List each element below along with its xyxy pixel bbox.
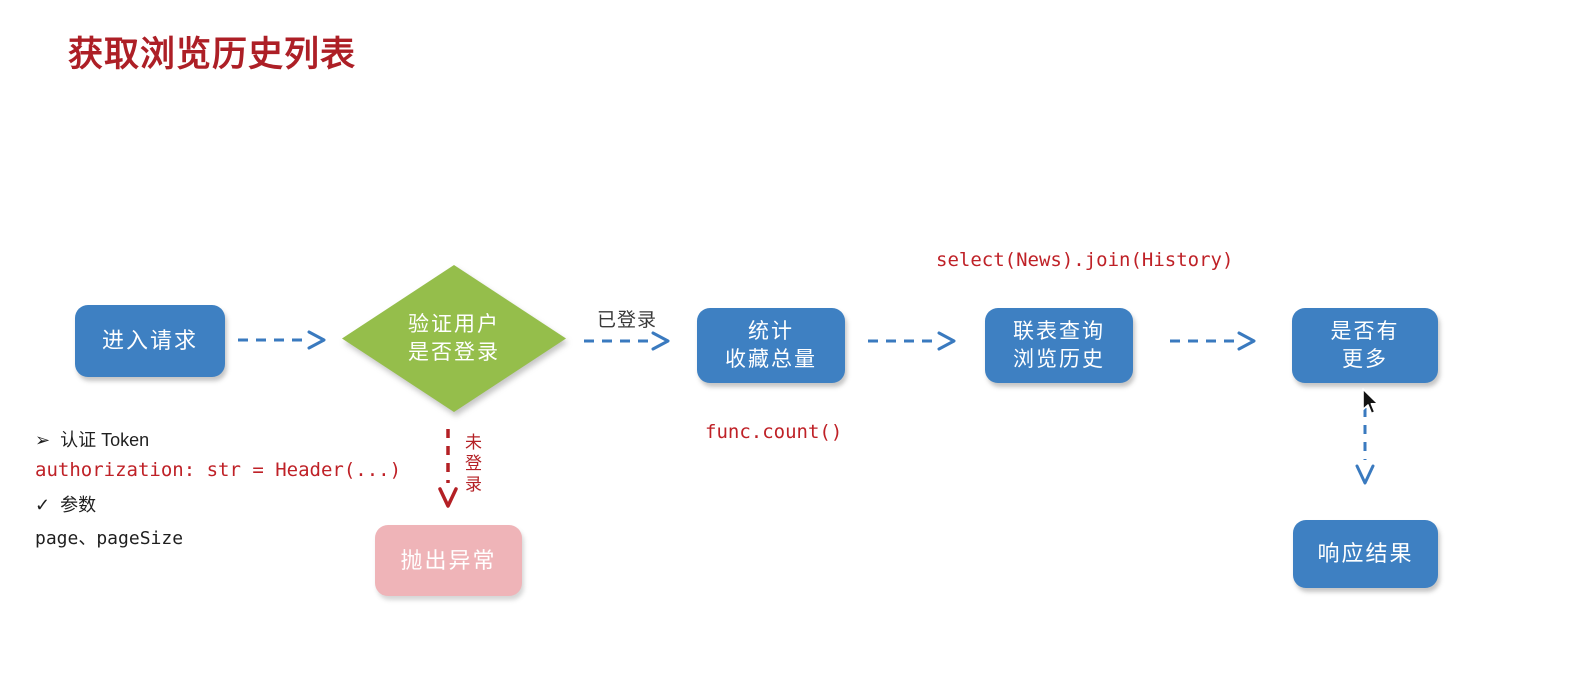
node-count-favorites-line2: 收藏总量	[725, 347, 817, 371]
param-code: page、pageSize	[35, 528, 184, 549]
node-join-query-line2: 浏览历史	[1013, 347, 1105, 371]
node-verify-login-line2: 是否登录	[408, 340, 500, 364]
param-note: ✓ 参数	[35, 491, 96, 517]
node-enter-request-label: 进入请求	[101, 328, 198, 353]
node-count-favorites: 统计 收藏总量	[697, 308, 845, 383]
check-bullet-icon: ✓	[35, 495, 51, 515]
arrow-enter-to-verify	[236, 330, 328, 355]
edge-label-not-logged-in: 未登录	[462, 433, 481, 496]
auth-note-label: 认证 Token	[60, 430, 150, 450]
node-throw-exception: 抛出异常	[375, 525, 522, 596]
node-join-query: 联表查询 浏览历史	[985, 308, 1133, 383]
auth-note: ➢ 认证 Token	[35, 426, 149, 452]
mouse-cursor-icon	[1360, 388, 1381, 421]
node-throw-exception-label: 抛出异常	[400, 547, 497, 573]
arrow-count-to-join	[866, 331, 958, 356]
join-query-code: select(News).join(History)	[936, 249, 1234, 271]
node-verify-login: 验证用户 是否登录	[342, 265, 566, 412]
diamond-shape: 验证用户 是否登录	[342, 265, 566, 412]
node-verify-login-line1: 验证用户	[408, 312, 500, 336]
page-title: 获取浏览历史列表	[68, 35, 357, 74]
node-join-query-line1: 联表查询	[1013, 319, 1105, 343]
node-count-favorites-line1: 统计	[748, 319, 794, 343]
node-response-result-label: 响应结果	[1317, 541, 1414, 566]
node-has-more: 是否有 更多	[1292, 308, 1438, 383]
arrow-more-to-respond	[1354, 406, 1376, 495]
count-code: func.count()	[705, 421, 843, 443]
node-has-more-line2: 更多	[1342, 347, 1388, 371]
node-enter-request: 进入请求	[75, 305, 225, 377]
node-has-more-line1: 是否有	[1330, 319, 1400, 343]
auth-code: authorization: str = Header(...)	[35, 459, 402, 481]
arrow-verify-to-count	[582, 331, 672, 356]
edge-label-logged-in: 已登录	[597, 310, 658, 331]
arrow-join-to-more	[1168, 331, 1258, 356]
arrow-verify-to-exception	[437, 427, 459, 516]
arrow-bullet-icon: ➢	[35, 430, 51, 450]
node-response-result: 响应结果	[1293, 520, 1438, 588]
param-note-label: 参数	[60, 495, 97, 515]
